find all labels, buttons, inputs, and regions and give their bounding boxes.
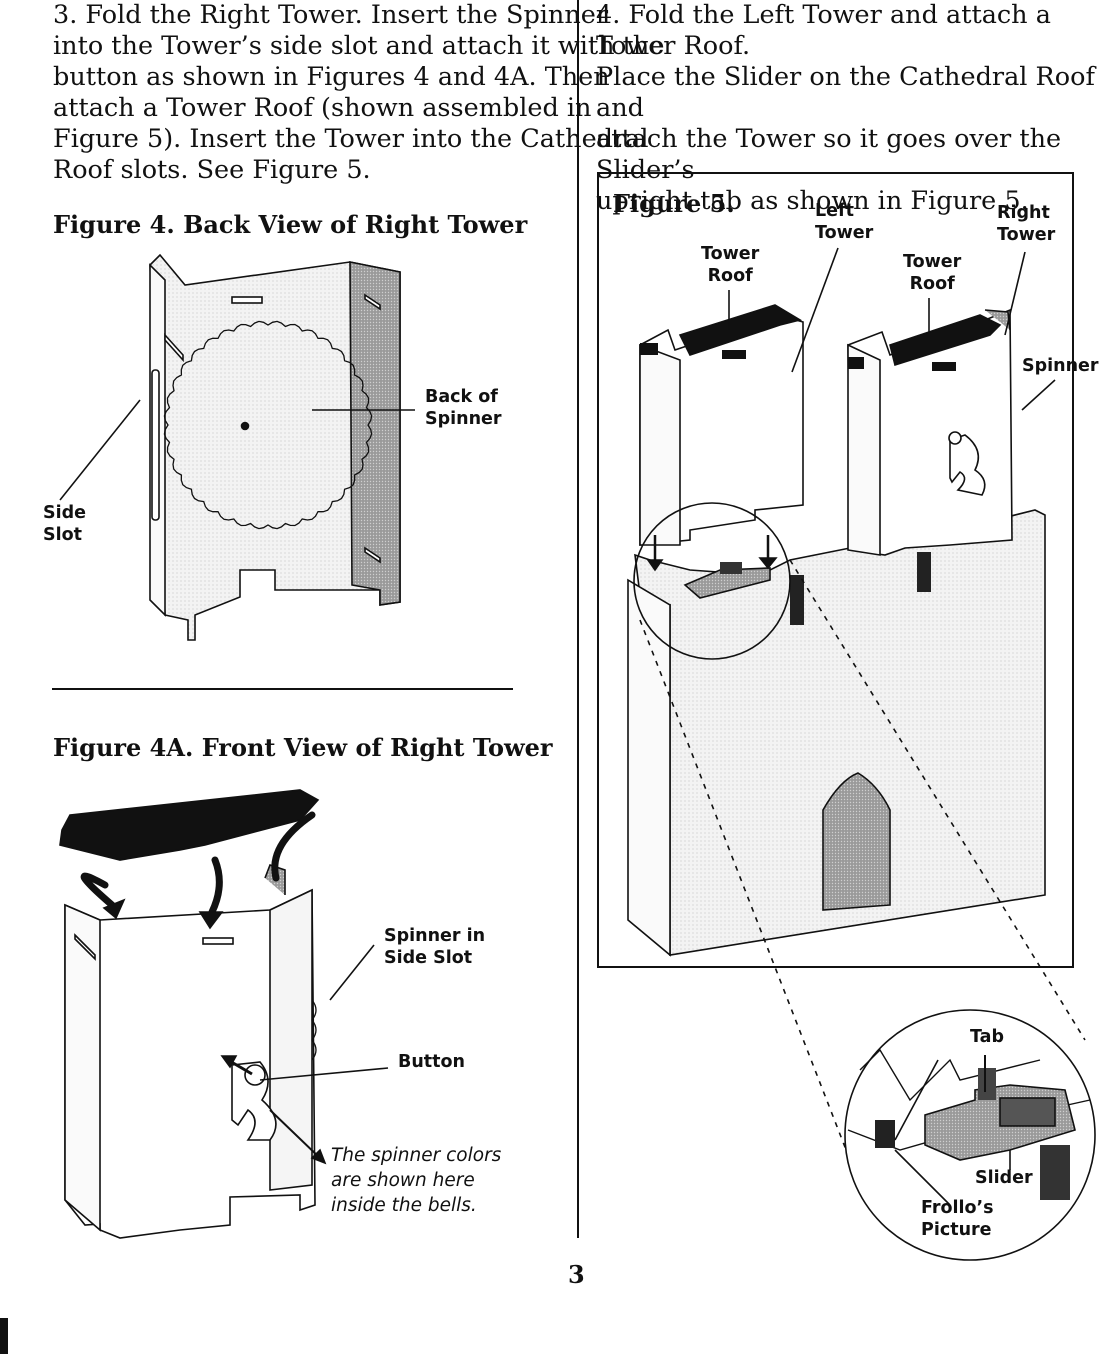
label-tower-roof-right: Tower Roof bbox=[903, 252, 962, 294]
column-divider bbox=[577, 0, 579, 1238]
figure5-title: Figure 5. bbox=[613, 189, 735, 218]
label-frollos-picture: Frollo’s Picture bbox=[921, 1198, 994, 1240]
figure4a-drawing bbox=[59, 789, 389, 1239]
figure5-frame bbox=[597, 172, 1074, 968]
label-back-of-spinner: Back of Spinner bbox=[425, 387, 502, 429]
step3-instructions: 3. Fold the Right Tower. Insert the Spin… bbox=[53, 0, 664, 186]
label-tower-roof-left: Tower Roof bbox=[701, 244, 760, 286]
figure4a-title: Figure 4A. Front View of Right Tower bbox=[53, 733, 553, 762]
label-left-tower: Left Tower bbox=[815, 201, 874, 243]
figure4-title: Figure 4. Back View of Right Tower bbox=[53, 210, 528, 239]
label-spinner: Spinner bbox=[1022, 356, 1099, 376]
figure-divider bbox=[52, 688, 513, 690]
step3-line: button as shown in Figures 4 and 4A. The… bbox=[53, 62, 610, 92]
step3-line: attach a Tower Roof (shown assembled in bbox=[53, 93, 592, 123]
spinner-colors-note: The spinner colors are shown here inside… bbox=[331, 1145, 502, 1216]
page-number: 3 bbox=[568, 1260, 585, 1289]
label-right-tower: Right Tower bbox=[997, 203, 1056, 245]
step4-line: upright tab as shown in Figure 5. bbox=[596, 186, 1029, 216]
step3-line: Figure 5). Insert the Tower into the Cat… bbox=[53, 124, 649, 154]
step4-line: attach the Tower so it goes over the Sli… bbox=[596, 124, 1062, 185]
label-side-slot: Side Slot bbox=[43, 503, 86, 545]
step3-line: 3. Fold the Right Tower. Insert the Spin… bbox=[53, 0, 609, 30]
label-button: Button bbox=[398, 1052, 466, 1072]
step3-line: Roof slots. See Figure 5. bbox=[53, 155, 371, 185]
figure4-drawing bbox=[59, 253, 415, 641]
label-slider: Slider bbox=[975, 1168, 1033, 1188]
label-tab: Tab bbox=[970, 1027, 1005, 1047]
scan-edge-mark bbox=[0, 1318, 8, 1354]
step3-line: into the Tower’s side slot and attach it… bbox=[53, 31, 665, 61]
figure5-drawing bbox=[627, 247, 1096, 1261]
label-spinner-in-side-slot: Spinner in Side Slot bbox=[384, 926, 486, 968]
step4-instructions: 4. Fold the Left Tower and attach a Towe… bbox=[596, 0, 1105, 217]
step4-line: Place the Slider on the Cathedral Roof a… bbox=[596, 62, 1095, 123]
step4-line: 4. Fold the Left Tower and attach a Towe… bbox=[596, 0, 1051, 61]
